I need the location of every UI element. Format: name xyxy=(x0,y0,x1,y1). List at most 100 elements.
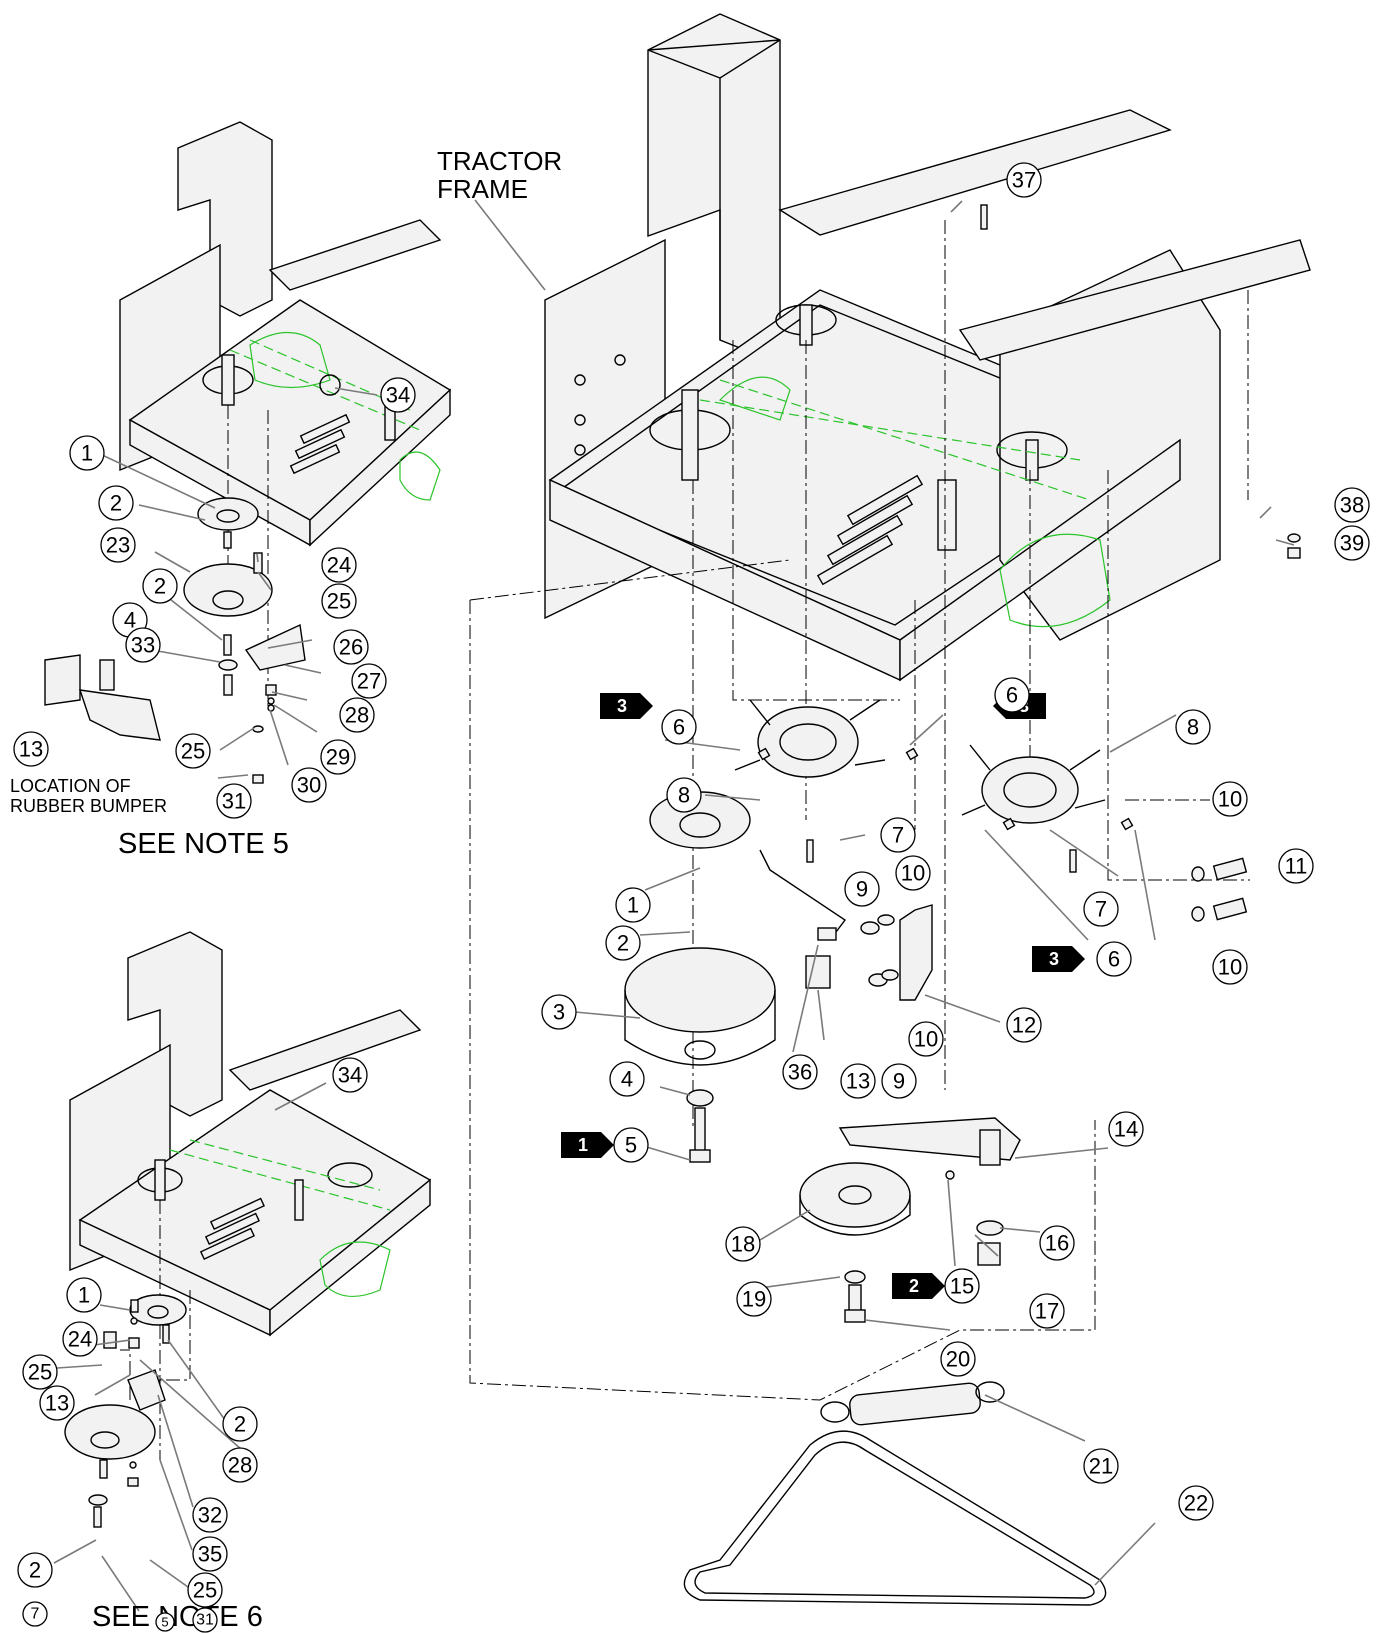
callout-34: 34 xyxy=(332,1057,368,1093)
tractor-frame-label: TRACTOR xyxy=(437,146,562,176)
svg-text:14: 14 xyxy=(1114,1117,1138,1142)
callout-13: 13 xyxy=(13,731,49,767)
svg-text:5: 5 xyxy=(625,1133,637,1158)
see-note-5-label: SEE NOTE 5 xyxy=(118,828,289,860)
callout-8: 8 xyxy=(666,777,702,813)
callout-31: 31 xyxy=(216,783,252,819)
callout-25: 25 xyxy=(175,733,211,769)
svg-text:4: 4 xyxy=(124,608,136,633)
svg-text:8: 8 xyxy=(678,783,690,808)
svg-text:9: 9 xyxy=(856,877,868,902)
svg-text:31: 31 xyxy=(222,789,246,814)
svg-text:23: 23 xyxy=(106,533,130,558)
callout-15: 15 xyxy=(944,1268,980,1304)
callout-16: 16 xyxy=(1039,1225,1075,1261)
callout-25: 25 xyxy=(321,583,357,619)
svg-text:13: 13 xyxy=(45,1391,69,1416)
svg-text:34: 34 xyxy=(338,1063,362,1088)
svg-text:4: 4 xyxy=(621,1067,633,1092)
callout-2: 2 xyxy=(142,568,178,604)
callout-19: 19 xyxy=(736,1281,772,1317)
svg-text:6: 6 xyxy=(1108,947,1120,972)
svg-text:8: 8 xyxy=(1187,715,1199,740)
svg-text:15: 15 xyxy=(950,1274,974,1299)
svg-text:19: 19 xyxy=(742,1287,766,1312)
svg-text:38: 38 xyxy=(1340,493,1364,518)
callout-27: 27 xyxy=(351,663,387,699)
callout-2: 2 xyxy=(17,1552,53,1588)
svg-text:25: 25 xyxy=(327,589,351,614)
svg-text:1: 1 xyxy=(578,1135,588,1155)
svg-text:5: 5 xyxy=(161,1615,168,1630)
callout-5: 5 xyxy=(613,1127,649,1163)
svg-text:10: 10 xyxy=(914,1027,938,1052)
svg-text:33: 33 xyxy=(131,633,155,658)
svg-text:24: 24 xyxy=(327,553,351,578)
see-note-6-label: SEE NOTE 6 xyxy=(92,1601,263,1633)
svg-text:9: 9 xyxy=(893,1069,905,1094)
svg-text:3: 3 xyxy=(617,696,627,716)
tractor-frame-drawing xyxy=(544,13,1311,682)
svg-text:1: 1 xyxy=(81,441,93,466)
svg-text:25: 25 xyxy=(193,1578,217,1603)
callout-29: 29 xyxy=(320,739,356,775)
svg-text:26: 26 xyxy=(339,635,363,660)
svg-text:1: 1 xyxy=(78,1283,90,1308)
callout-6: 6 xyxy=(994,677,1030,713)
callout-7: 7 xyxy=(22,1601,48,1627)
callout-9: 9 xyxy=(844,871,880,907)
svg-text:2: 2 xyxy=(110,491,122,516)
svg-text:2: 2 xyxy=(154,574,166,599)
svg-text:31: 31 xyxy=(196,1612,214,1629)
svg-text:18: 18 xyxy=(731,1232,755,1257)
callout-21: 21 xyxy=(1083,1448,1119,1484)
callout-1: 1 xyxy=(615,887,651,923)
svg-text:10: 10 xyxy=(901,861,925,886)
svg-text:7: 7 xyxy=(1095,897,1107,922)
svg-text:12: 12 xyxy=(1012,1013,1036,1038)
svg-text:39: 39 xyxy=(1340,531,1364,556)
callout-17: 17 xyxy=(1029,1293,1065,1329)
callout-18: 18 xyxy=(725,1226,761,1262)
callout-6: 6 xyxy=(661,709,697,745)
callout-14: 14 xyxy=(1108,1111,1144,1147)
svg-text:7: 7 xyxy=(892,823,904,848)
callout-38: 38 xyxy=(1334,487,1370,523)
callout-34: 34 xyxy=(380,377,416,413)
callout-25: 25 xyxy=(22,1354,58,1390)
svg-text:13: 13 xyxy=(19,737,43,762)
callout-12: 12 xyxy=(1006,1007,1042,1043)
svg-text:30: 30 xyxy=(297,773,321,798)
svg-text:6: 6 xyxy=(1006,683,1018,708)
svg-text:35: 35 xyxy=(198,1542,222,1567)
rubber-bumper-label: LOCATION OF xyxy=(10,776,131,796)
svg-text:34: 34 xyxy=(386,383,410,408)
svg-text:16: 16 xyxy=(1045,1231,1069,1256)
main-exploded-parts xyxy=(624,204,1301,1606)
callout-9: 9 xyxy=(881,1063,917,1099)
svg-text:37: 37 xyxy=(1012,168,1036,193)
callout-1: 1 xyxy=(66,1277,102,1313)
callout-37: 37 xyxy=(1006,162,1042,198)
svg-text:32: 32 xyxy=(198,1503,222,1528)
svg-text:17: 17 xyxy=(1035,1299,1059,1324)
callout-7: 7 xyxy=(880,817,916,853)
callout-10: 10 xyxy=(1212,949,1248,985)
svg-text:10: 10 xyxy=(1218,787,1242,812)
callout-11: 11 xyxy=(1278,848,1314,884)
svg-text:2: 2 xyxy=(29,1558,41,1583)
svg-text:11: 11 xyxy=(1285,854,1308,879)
note-flag-2: 2 xyxy=(892,1273,945,1299)
callout-10: 10 xyxy=(895,855,931,891)
svg-text:3: 3 xyxy=(553,1000,565,1025)
callout-28: 28 xyxy=(222,1447,258,1483)
callout-13: 13 xyxy=(840,1063,876,1099)
svg-text:13: 13 xyxy=(846,1069,870,1094)
callout-1: 1 xyxy=(69,435,105,471)
callout-31: 31 xyxy=(192,1607,218,1633)
callout-25: 25 xyxy=(187,1572,223,1608)
svg-text:2: 2 xyxy=(234,1412,246,1437)
svg-text:2: 2 xyxy=(909,1276,919,1296)
svg-text:10: 10 xyxy=(1218,955,1242,980)
